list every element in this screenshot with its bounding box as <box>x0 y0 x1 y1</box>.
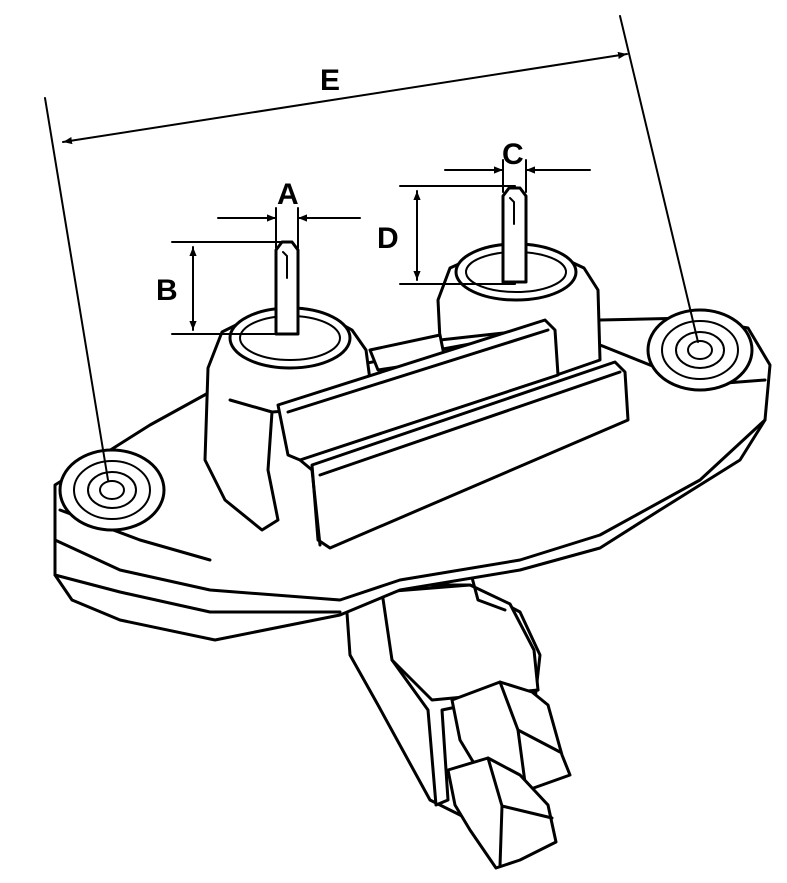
mounting-hole-right <box>646 308 754 392</box>
dimension-b <box>171 241 291 335</box>
label-a: A <box>277 178 299 211</box>
terminal-pin-c <box>501 186 528 284</box>
mounting-hole-left <box>58 448 166 532</box>
label-c: C <box>502 138 524 171</box>
label-d: D <box>377 222 399 255</box>
label-b: B <box>156 274 178 307</box>
terminal-pin-a <box>274 240 300 336</box>
label-e: E <box>320 64 340 97</box>
brush-holder-left <box>203 306 372 532</box>
fin-front <box>298 360 630 550</box>
spade-terminal-lower <box>446 756 558 870</box>
fin-rear <box>276 318 560 462</box>
dimension-e <box>44 15 699 481</box>
dimension-d <box>399 185 516 285</box>
